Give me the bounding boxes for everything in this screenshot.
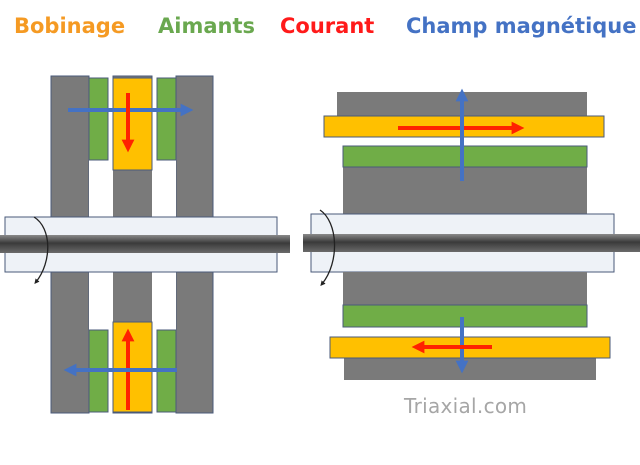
rotor-block-top — [343, 166, 587, 218]
radial-flux-motor — [303, 88, 640, 380]
legend-current: Courant — [280, 14, 375, 38]
legend-magnetic-field: Champ magnétique — [406, 14, 637, 38]
rotor-block-bottom — [343, 272, 587, 306]
magnet-top-radial — [342, 145, 588, 168]
winding-bottom — [112, 321, 153, 413]
magnet-bottom-radial — [342, 304, 588, 328]
magnet-top-right — [156, 77, 177, 161]
winding-top — [112, 77, 153, 171]
watermark: Triaxial.com — [404, 394, 528, 418]
legend-magnets: Aimants — [158, 14, 255, 38]
axial-flux-motor — [0, 75, 290, 414]
rotation-arrow-icon — [319, 209, 336, 287]
legend-winding: Bobinage — [14, 14, 126, 38]
rotation-arrow-icon — [33, 216, 49, 285]
stator-block-bottom — [344, 358, 596, 380]
shaft — [0, 235, 290, 253]
shaft-radial — [303, 234, 640, 252]
magnet-top-left — [88, 77, 109, 161]
